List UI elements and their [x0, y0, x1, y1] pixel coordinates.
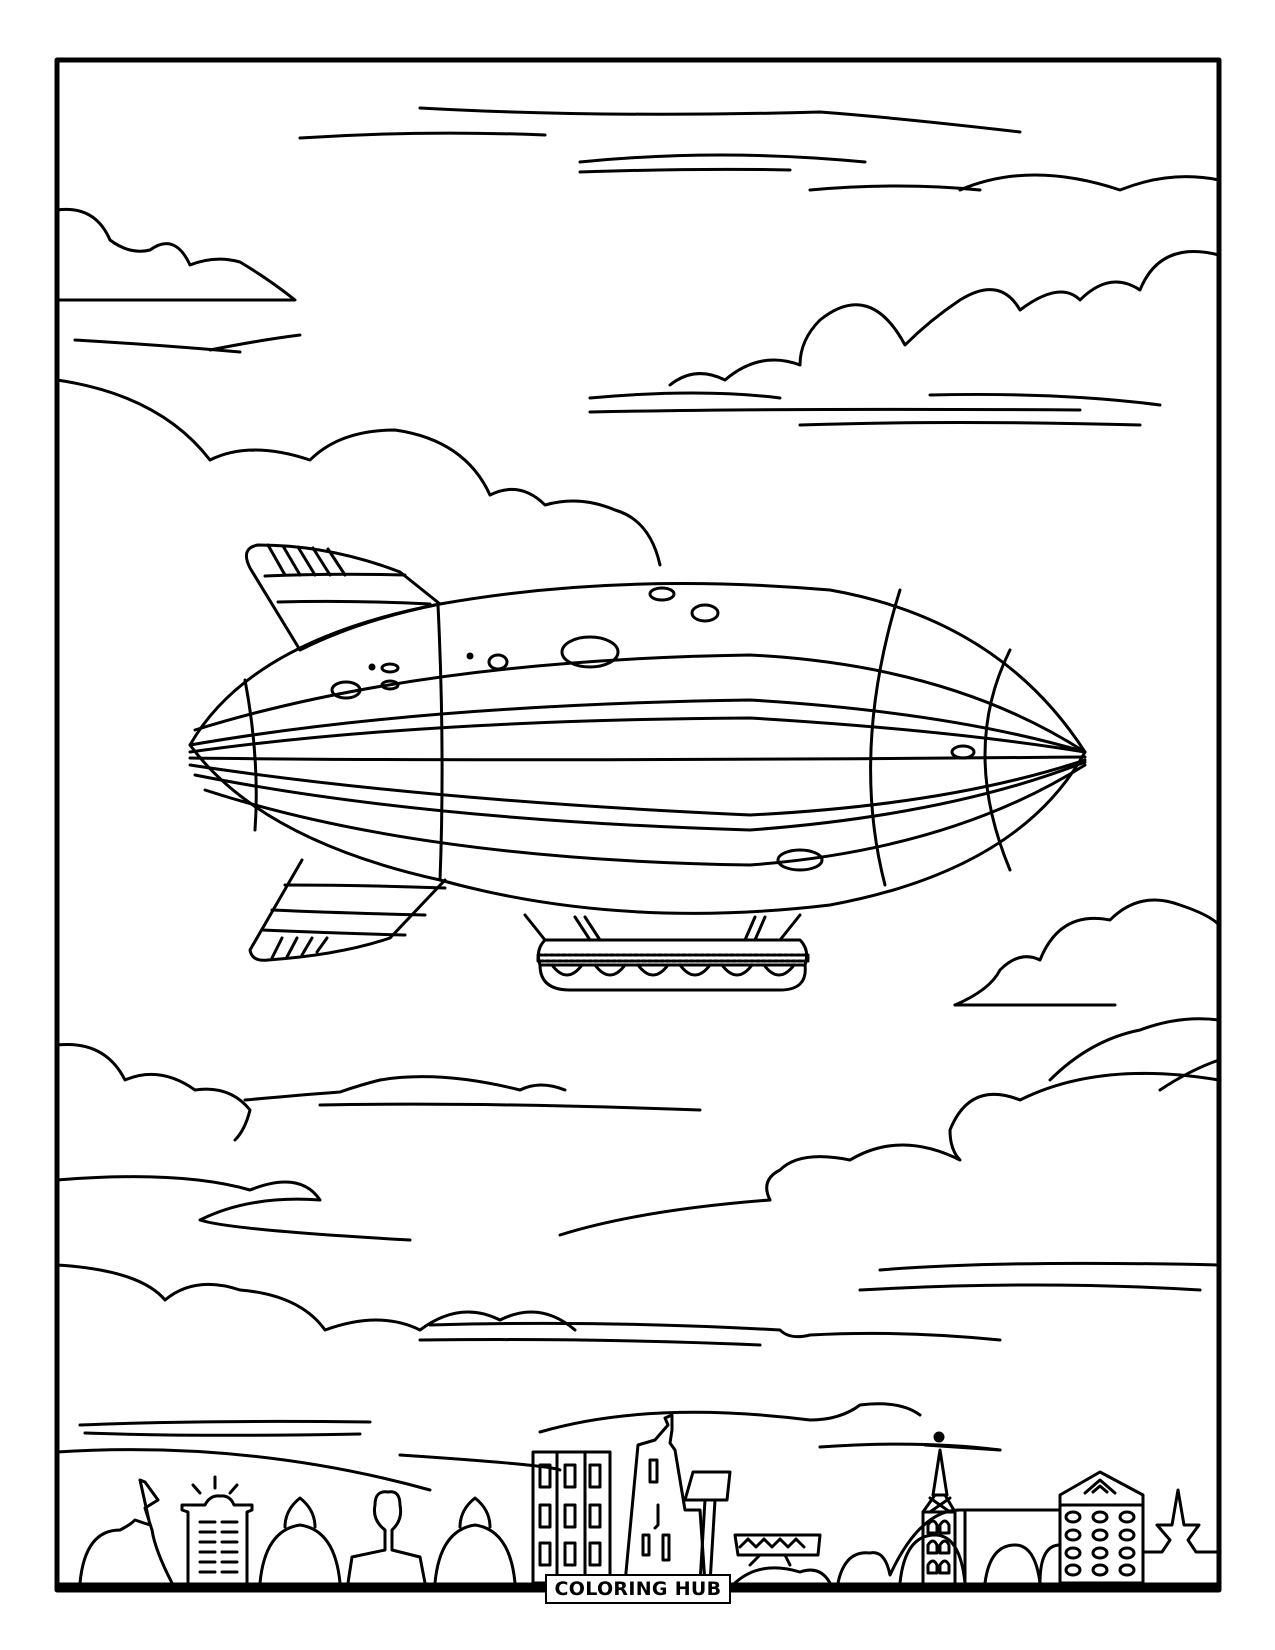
airship-envelope: [188, 582, 1087, 915]
cloud-left-lower: [55, 1042, 702, 1332]
airship-tail-fin-top: [244, 543, 442, 652]
cloud-top-left: [55, 207, 302, 354]
coloring-hub-logo: COLORING HUB: [545, 1574, 731, 1604]
cloud-right-lower: [418, 1071, 1221, 1347]
airship-gondola: [523, 913, 810, 992]
cloud-middle: [55, 378, 662, 567]
airship-tail-fin-bottom: [248, 858, 447, 962]
wind-streaks-bottom: [55, 1402, 1002, 1492]
wind-streaks-top: [298, 106, 1022, 192]
cloud-right-mid: [953, 898, 1221, 1092]
cloud-top-right: [588, 173, 1221, 427]
city-skyline: [54, 1413, 1222, 1588]
